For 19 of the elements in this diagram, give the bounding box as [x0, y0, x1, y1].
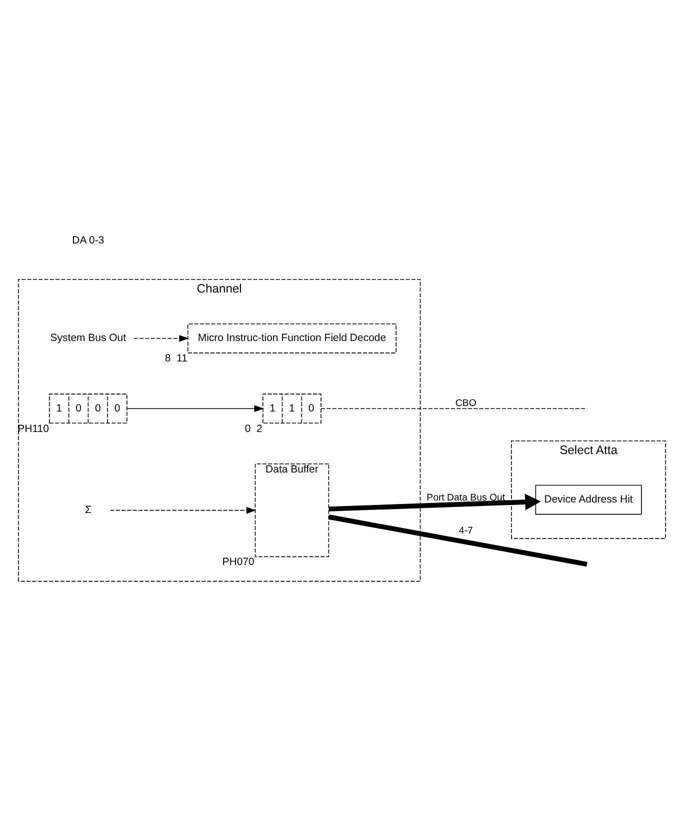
- edge-label: Port Data Bus Out: [426, 492, 506, 504]
- edge-label: 4-7: [458, 525, 473, 536]
- arrow: [328, 494, 541, 512]
- connector: [320, 408, 588, 410]
- arrow: [133, 335, 189, 342]
- node-label: 0 2: [244, 424, 262, 435]
- node-box: Data Buffer: [254, 464, 330, 558]
- node-label: PH070: [222, 557, 254, 568]
- arrow: [126, 405, 264, 412]
- node-text: System Bus Out: [50, 333, 126, 344]
- node-box: Device Address Hit: [535, 484, 642, 515]
- label: DA 0-3: [72, 236, 104, 246]
- node-box: Micro Instruc-tion Function Field Decode: [187, 323, 396, 354]
- node-label: PH110: [18, 424, 49, 435]
- connector: [328, 514, 588, 567]
- node-label: 8 11: [164, 353, 188, 364]
- edge-label: CBO: [455, 398, 476, 409]
- arrow: [110, 506, 256, 514]
- node-text: Σ: [84, 505, 92, 516]
